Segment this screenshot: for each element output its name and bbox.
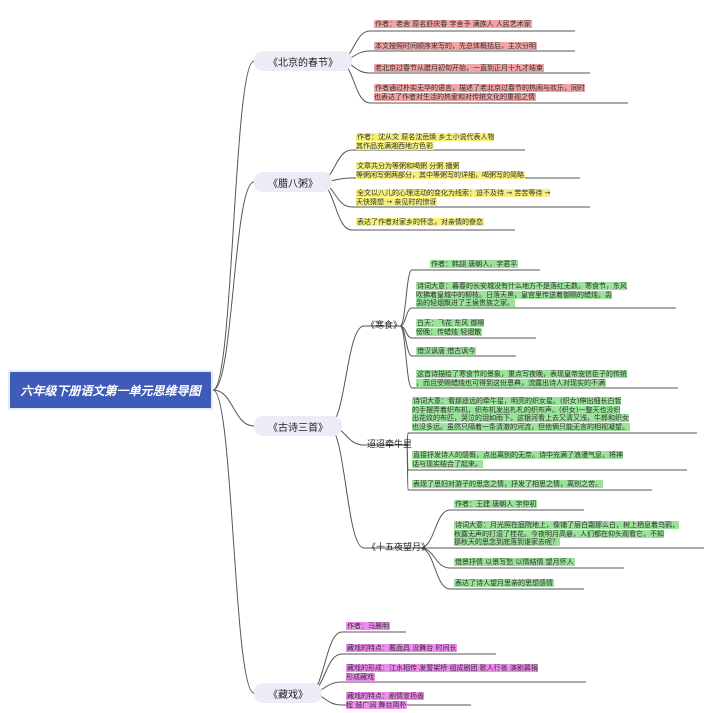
leaf-node: 藏戏的特点：剧情宣扬善 程 鼓广阔 舞台简朴 bbox=[346, 692, 424, 709]
leaf-node: 诗词大意：暮春的长安城没有什么地方不是落红无数。寒食节，东风 吹拂着皇城中的柳枝… bbox=[416, 282, 627, 307]
leaf-node: 这首诗描绘了寒食节的景象，重点写夜晚，表现皇帝宠信臣子的传统 ，而且受赐蜡烛也可… bbox=[416, 370, 627, 387]
connector-line bbox=[399, 307, 413, 327]
connector-root-topic bbox=[212, 389, 255, 694]
connector-root-topic bbox=[212, 389, 255, 427]
connector-line bbox=[419, 509, 451, 549]
topic-tibetan-opera[interactable]: 《藏戏》 bbox=[254, 683, 322, 703]
leaf-node: 作者：王建 唐朝人 字仲初 bbox=[454, 500, 538, 508]
leaf-node: 诗词大意：月光照在庭院地上，像铺了层白霜那么白，树上栖息着乌鸦， 秋露无声的打湿… bbox=[454, 521, 679, 546]
connector-line bbox=[419, 547, 451, 590]
leaf-node: 直接抒发诗人的感慨，点出离别的无奈。诗中充满了浪漫气息，将神 话与现实结合了起来… bbox=[412, 451, 623, 468]
leaf-node: 作者：马晨明 bbox=[346, 622, 390, 630]
leaf-node: 借景抒情 以景写愁 以情结情 望月怀人 bbox=[454, 558, 575, 566]
leaf-node: 作者：韩翃 唐朝人，字君平 bbox=[430, 260, 519, 268]
connector-line bbox=[399, 269, 413, 327]
leaf-node: 借汉讽唐 借古讽今 bbox=[416, 347, 477, 355]
connector-root-topic bbox=[212, 60, 255, 391]
leaf-node: 藏戏的特点：戴面具 没舞台 时间长 bbox=[346, 644, 458, 652]
leaf-node: 作者：沈从文 原名沈岳焕 乡土小说代表人物 其作品充满湘西地方色彩 bbox=[356, 133, 495, 150]
topic-three-ancient-poems[interactable]: 《古诗三首》 bbox=[254, 416, 342, 436]
subtopic-hanshi[interactable]: 《寒食》 bbox=[366, 321, 403, 331]
leaf-node: 文章共分为等粥和喝粥 分粥 播粥 等粥闲写粥两部分，其中等粥写的详细，喝粥写的简… bbox=[356, 162, 525, 179]
subtopic-tiaotiao-qianniuxing[interactable]: 迢迢牵牛星 bbox=[367, 440, 413, 450]
leaf-node: 白天：飞花 东风 御柳 傍晚：传蜡烛 轻烟散 bbox=[416, 319, 485, 336]
subtopic-shiwuye-wangyue[interactable]: 《十五夜望月》 bbox=[367, 543, 431, 553]
topic-beijing-spring-festival[interactable]: 《北京的春节》 bbox=[254, 51, 352, 71]
leaf-node: 表达了作者对家乡的怀念，对亲情的眷恋 bbox=[356, 218, 484, 226]
leaf-node: 表达了诗人望月思亲的思想感情 bbox=[454, 579, 554, 587]
topic-laba-porridge[interactable]: 《腊八粥》 bbox=[254, 172, 332, 192]
leaf-node: 作者：老舍 原名舒庆春 字舍予 满族人 人民艺术家 bbox=[374, 20, 532, 28]
leaf-node: 表现了思妇对游子的思念之情，抒发了相思之情，离别之苦。 bbox=[412, 480, 603, 488]
leaf-node: 全文以八儿的心理活动的变化为线索：迫不及待 → 苦苦等待 → 天快猜想 → 亲见… bbox=[356, 189, 551, 206]
connector-line bbox=[399, 325, 413, 389]
leaf-node: 诗词大意：看那遥远的牵牛星，明亮的织女星。(织女)伸出细长白皙 的手摆弄着织布机… bbox=[412, 397, 630, 431]
connector-line bbox=[406, 444, 409, 491]
leaf-node: 作者通过朴实无华的语言，描述了老北京过春节的热闹与欢乐，同时 也表达了作者对生活… bbox=[374, 84, 585, 101]
leaf-node: 本文按照时间顺序来写的，先总体概括后，主次分明 bbox=[374, 42, 537, 50]
root-node[interactable]: 六年级下册语文第一单元思维导图 bbox=[8, 370, 213, 410]
leaf-node: 老北京过春节从腊月初旬开始，一直到正月十九才结束 bbox=[374, 64, 544, 72]
connector-root-topic bbox=[212, 181, 255, 391]
leaf-node: 藏戏的形成：江水相传 发誓架桥 组成剧团 歌人行善 演剧募捐 形成藏戏 bbox=[346, 664, 538, 681]
connector-topic-sub bbox=[327, 325, 365, 427]
